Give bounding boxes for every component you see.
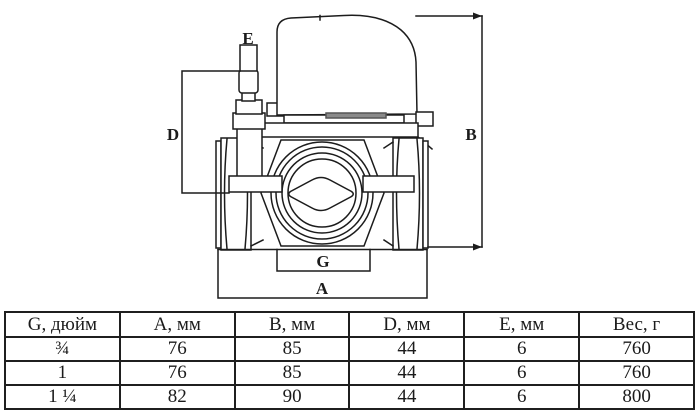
connector-bottom-left [251, 240, 263, 246]
header-a-mm: A, мм [118, 311, 236, 338]
table-cell: 6 [463, 336, 581, 362]
connector-bottom-right [384, 240, 393, 246]
port-thread-rings [271, 142, 373, 244]
table-cell: 90 [233, 384, 351, 410]
table-cell: 6 [463, 384, 581, 410]
right-flange-bar [363, 176, 414, 192]
table-cell: 44 [348, 336, 466, 362]
dimension-G: G [277, 250, 370, 272]
header-weight-g: Вес, г [578, 311, 695, 338]
table-cell: ¾ [4, 336, 121, 362]
knob-adapter-plate [326, 113, 386, 118]
dim-label-G: G [316, 252, 329, 271]
table-cell: 760 [578, 360, 695, 386]
knob-side-piece [416, 112, 433, 126]
connector-top-right [384, 142, 393, 148]
header-g-inch: G, дюйм [4, 311, 121, 338]
table-cell: 800 [578, 384, 695, 410]
table-cell: 82 [118, 384, 236, 410]
left-flange-bar [229, 176, 282, 192]
dimension-B: B [416, 12, 482, 251]
actuator-knob [277, 15, 417, 115]
table-row: 1 76 85 44 6 760 [4, 360, 695, 386]
table-row: 1 ¼ 82 90 44 6 800 [4, 384, 695, 410]
valve-technical-drawing: D E B G A [167, 12, 700, 307]
dimension-A: A [218, 250, 427, 299]
table-cell: 760 [578, 336, 695, 362]
table-cell: 76 [118, 336, 236, 362]
table-cell: 85 [233, 360, 351, 386]
table-cell: 1 [4, 360, 121, 386]
body-top-plate [247, 123, 418, 137]
table-header-row: G, дюйм A, мм B, мм D, мм E, мм Вес, г [4, 311, 695, 338]
left-union-nut [216, 138, 251, 250]
dim-label-A: A [316, 279, 329, 298]
header-d-mm: D, мм [348, 311, 466, 338]
dim-label-B: B [465, 125, 476, 144]
dimension-D: D [167, 71, 240, 193]
header-e-mm: E, мм [463, 311, 581, 338]
table-cell: 1 ¼ [4, 384, 121, 410]
dim-label-D: D [167, 125, 179, 144]
right-union-nut [393, 138, 428, 250]
dim-label-E: E [242, 29, 253, 48]
spindle-assembly [233, 45, 265, 178]
table-row: ¾ 76 85 44 6 760 [4, 336, 695, 362]
table-cell: 44 [348, 360, 466, 386]
table-cell: 6 [463, 360, 581, 386]
table-cell: 85 [233, 336, 351, 362]
valve-ball-slot [289, 178, 354, 211]
header-b-mm: B, мм [233, 311, 351, 338]
table-cell: 44 [348, 384, 466, 410]
table-cell: 76 [118, 360, 236, 386]
dimensions-table: G, дюйм A, мм B, мм D, мм E, мм Вес, г ¾… [4, 311, 695, 410]
